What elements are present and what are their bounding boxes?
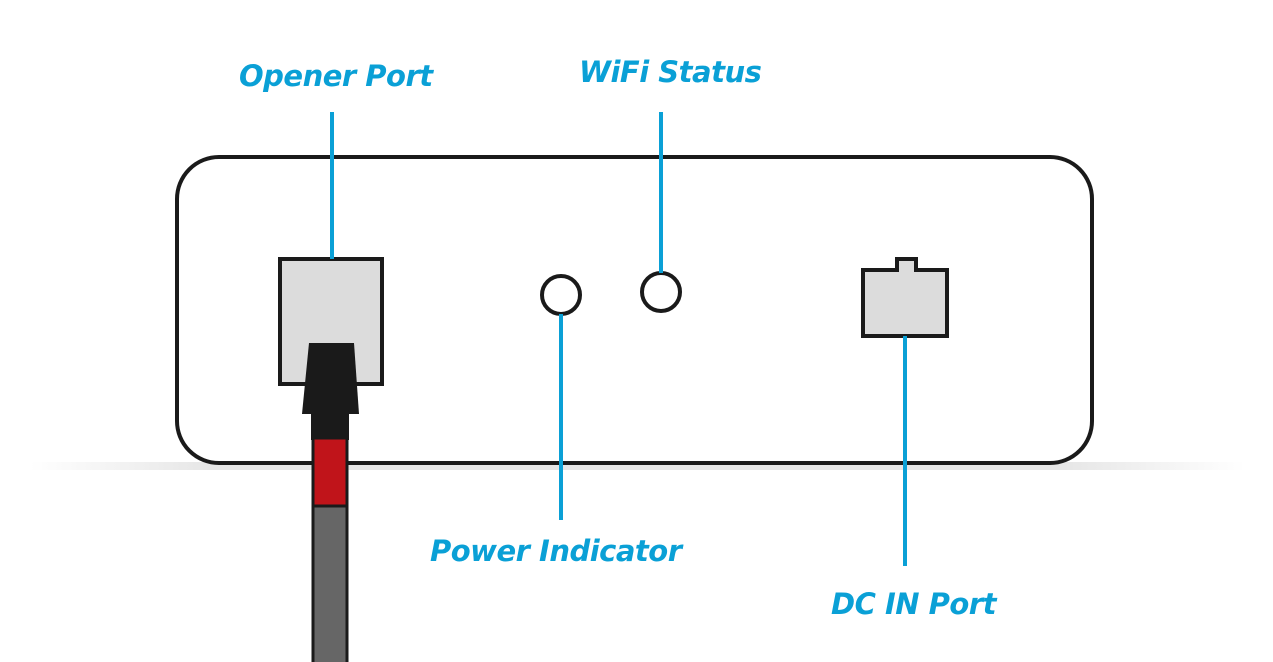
wifi-status-led: [640, 271, 682, 313]
power-indicator-label: Power Indicator: [430, 534, 682, 568]
cable-plug: [302, 343, 359, 414]
power-indicator-led: [540, 274, 582, 316]
device-body: [175, 155, 1094, 465]
wifi-status-label: WiFi Status: [579, 55, 762, 89]
cable-red-section: [311, 436, 349, 510]
cable-gray-section: [311, 504, 349, 662]
cable-collar: [311, 412, 349, 440]
dc-in-port-label: DC IN Port: [831, 587, 996, 621]
floor-shadow: [30, 462, 1245, 470]
opener-port-label: Opener Port: [239, 59, 433, 93]
dc-in-port: [861, 257, 949, 338]
